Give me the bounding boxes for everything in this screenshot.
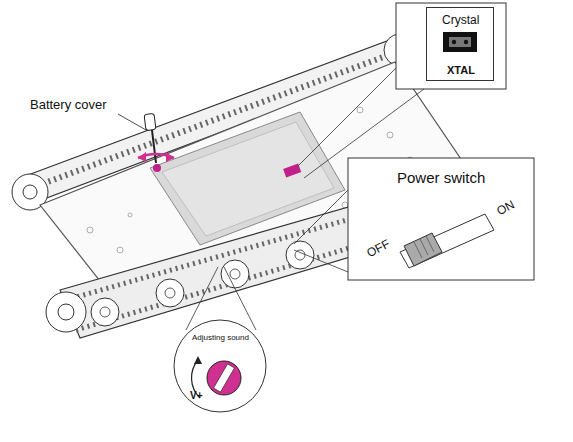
- crystal-icon-body: [449, 37, 471, 47]
- leader-line: [294, 190, 348, 244]
- leader-line: [118, 114, 146, 130]
- callout-box: Power switchOFF ON: [348, 158, 534, 280]
- part-name: Battery cover: [30, 98, 107, 112]
- slider-ridges: [414, 236, 434, 258]
- node-title: Power switch: [397, 170, 485, 187]
- switch-position: ON: [495, 198, 517, 218]
- sprocket: [46, 292, 86, 332]
- arrow-head: [194, 356, 202, 364]
- sprocket-hub: [58, 304, 74, 320]
- part-code: XTAL: [447, 64, 475, 76]
- callout-frame: [396, 3, 506, 89]
- callout-box: CrystalXTAL: [426, 7, 494, 81]
- sprocket-hub: [23, 185, 37, 199]
- callout-box: Adjusting soundV+: [174, 320, 266, 412]
- switch-slider: [404, 233, 442, 266]
- crystal-pin: [452, 40, 456, 44]
- callout-frame: [348, 158, 534, 280]
- crystal-icon: [443, 32, 477, 52]
- volume-knob: [207, 361, 241, 395]
- screwdriver-handle: [144, 113, 156, 130]
- arrow-head: [138, 152, 146, 162]
- direction-mark: V+: [190, 390, 203, 401]
- switch-slot: [400, 214, 494, 268]
- node-title: Crystal: [442, 14, 479, 27]
- knob-slot: [214, 364, 235, 392]
- screw: [153, 164, 161, 172]
- switch-position: OFF: [365, 238, 392, 261]
- leader-line: [298, 68, 396, 166]
- node-title: Adjusting sound: [192, 334, 249, 343]
- leader-line: [294, 250, 348, 272]
- callout-circle: [174, 320, 266, 412]
- arrow-head: [166, 152, 174, 162]
- crystal-pin: [464, 40, 468, 44]
